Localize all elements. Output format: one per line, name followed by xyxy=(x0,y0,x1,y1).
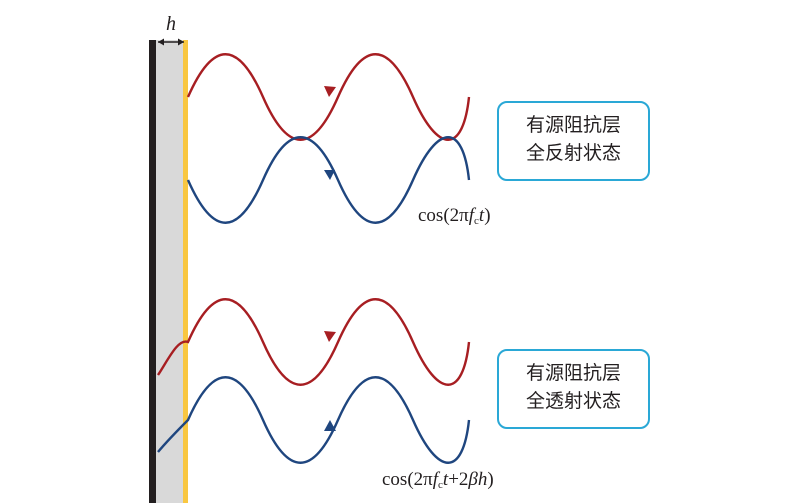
bottom-formula-prefix: cos(2π xyxy=(382,469,433,490)
top-formula-t: t xyxy=(478,205,485,226)
bottom-formula-suffix: ) xyxy=(487,469,494,490)
top-formula-f: f xyxy=(468,205,475,226)
top-state-line2: 全反射状态 xyxy=(525,142,621,164)
metal-ground-plane xyxy=(149,40,156,503)
bottom-state-box: 有源阻抗层 全透射状态 xyxy=(497,349,650,429)
thickness-label: h xyxy=(166,13,176,35)
bottom-formula-beta: β xyxy=(468,469,478,490)
top-formula-prefix: cos(2π xyxy=(418,205,469,226)
bottom-formula-f: f xyxy=(432,469,439,490)
top-formula-suffix: ) xyxy=(484,205,491,226)
bottom-formula-mid: +2 xyxy=(448,469,469,490)
top-reflected-wave xyxy=(186,53,471,141)
bottom-formula-h: h xyxy=(477,469,488,490)
top-formula: cos(2πfct) xyxy=(418,205,491,227)
top-formula-sub: c xyxy=(474,215,479,227)
bottom-reflected-wave xyxy=(157,298,471,386)
top-state-line1: 有源阻抗层 xyxy=(525,114,621,136)
bottom-formula: cos(2πfct+2βh) xyxy=(382,469,494,491)
top-incident-wave xyxy=(186,136,471,224)
bottom-incident-wave xyxy=(157,376,471,464)
active-impedance-layer xyxy=(183,40,188,503)
bottom-state-line2: 全透射状态 xyxy=(525,390,621,412)
bottom-incident-arrow-icon xyxy=(324,420,336,431)
bottom-reflected-arrow-icon xyxy=(324,331,336,342)
thickness-marker xyxy=(158,38,184,46)
top-state-box: 有源阻抗层 全反射状态 xyxy=(497,101,650,181)
bottom-state-line1: 有源阻抗层 xyxy=(525,362,621,384)
top-incident-arrow-icon xyxy=(324,170,335,180)
bottom-formula-sub: c xyxy=(438,479,443,491)
top-reflected-arrow-icon xyxy=(324,86,336,97)
substrate-layer xyxy=(156,40,183,503)
bottom-formula-t: t xyxy=(442,469,449,490)
